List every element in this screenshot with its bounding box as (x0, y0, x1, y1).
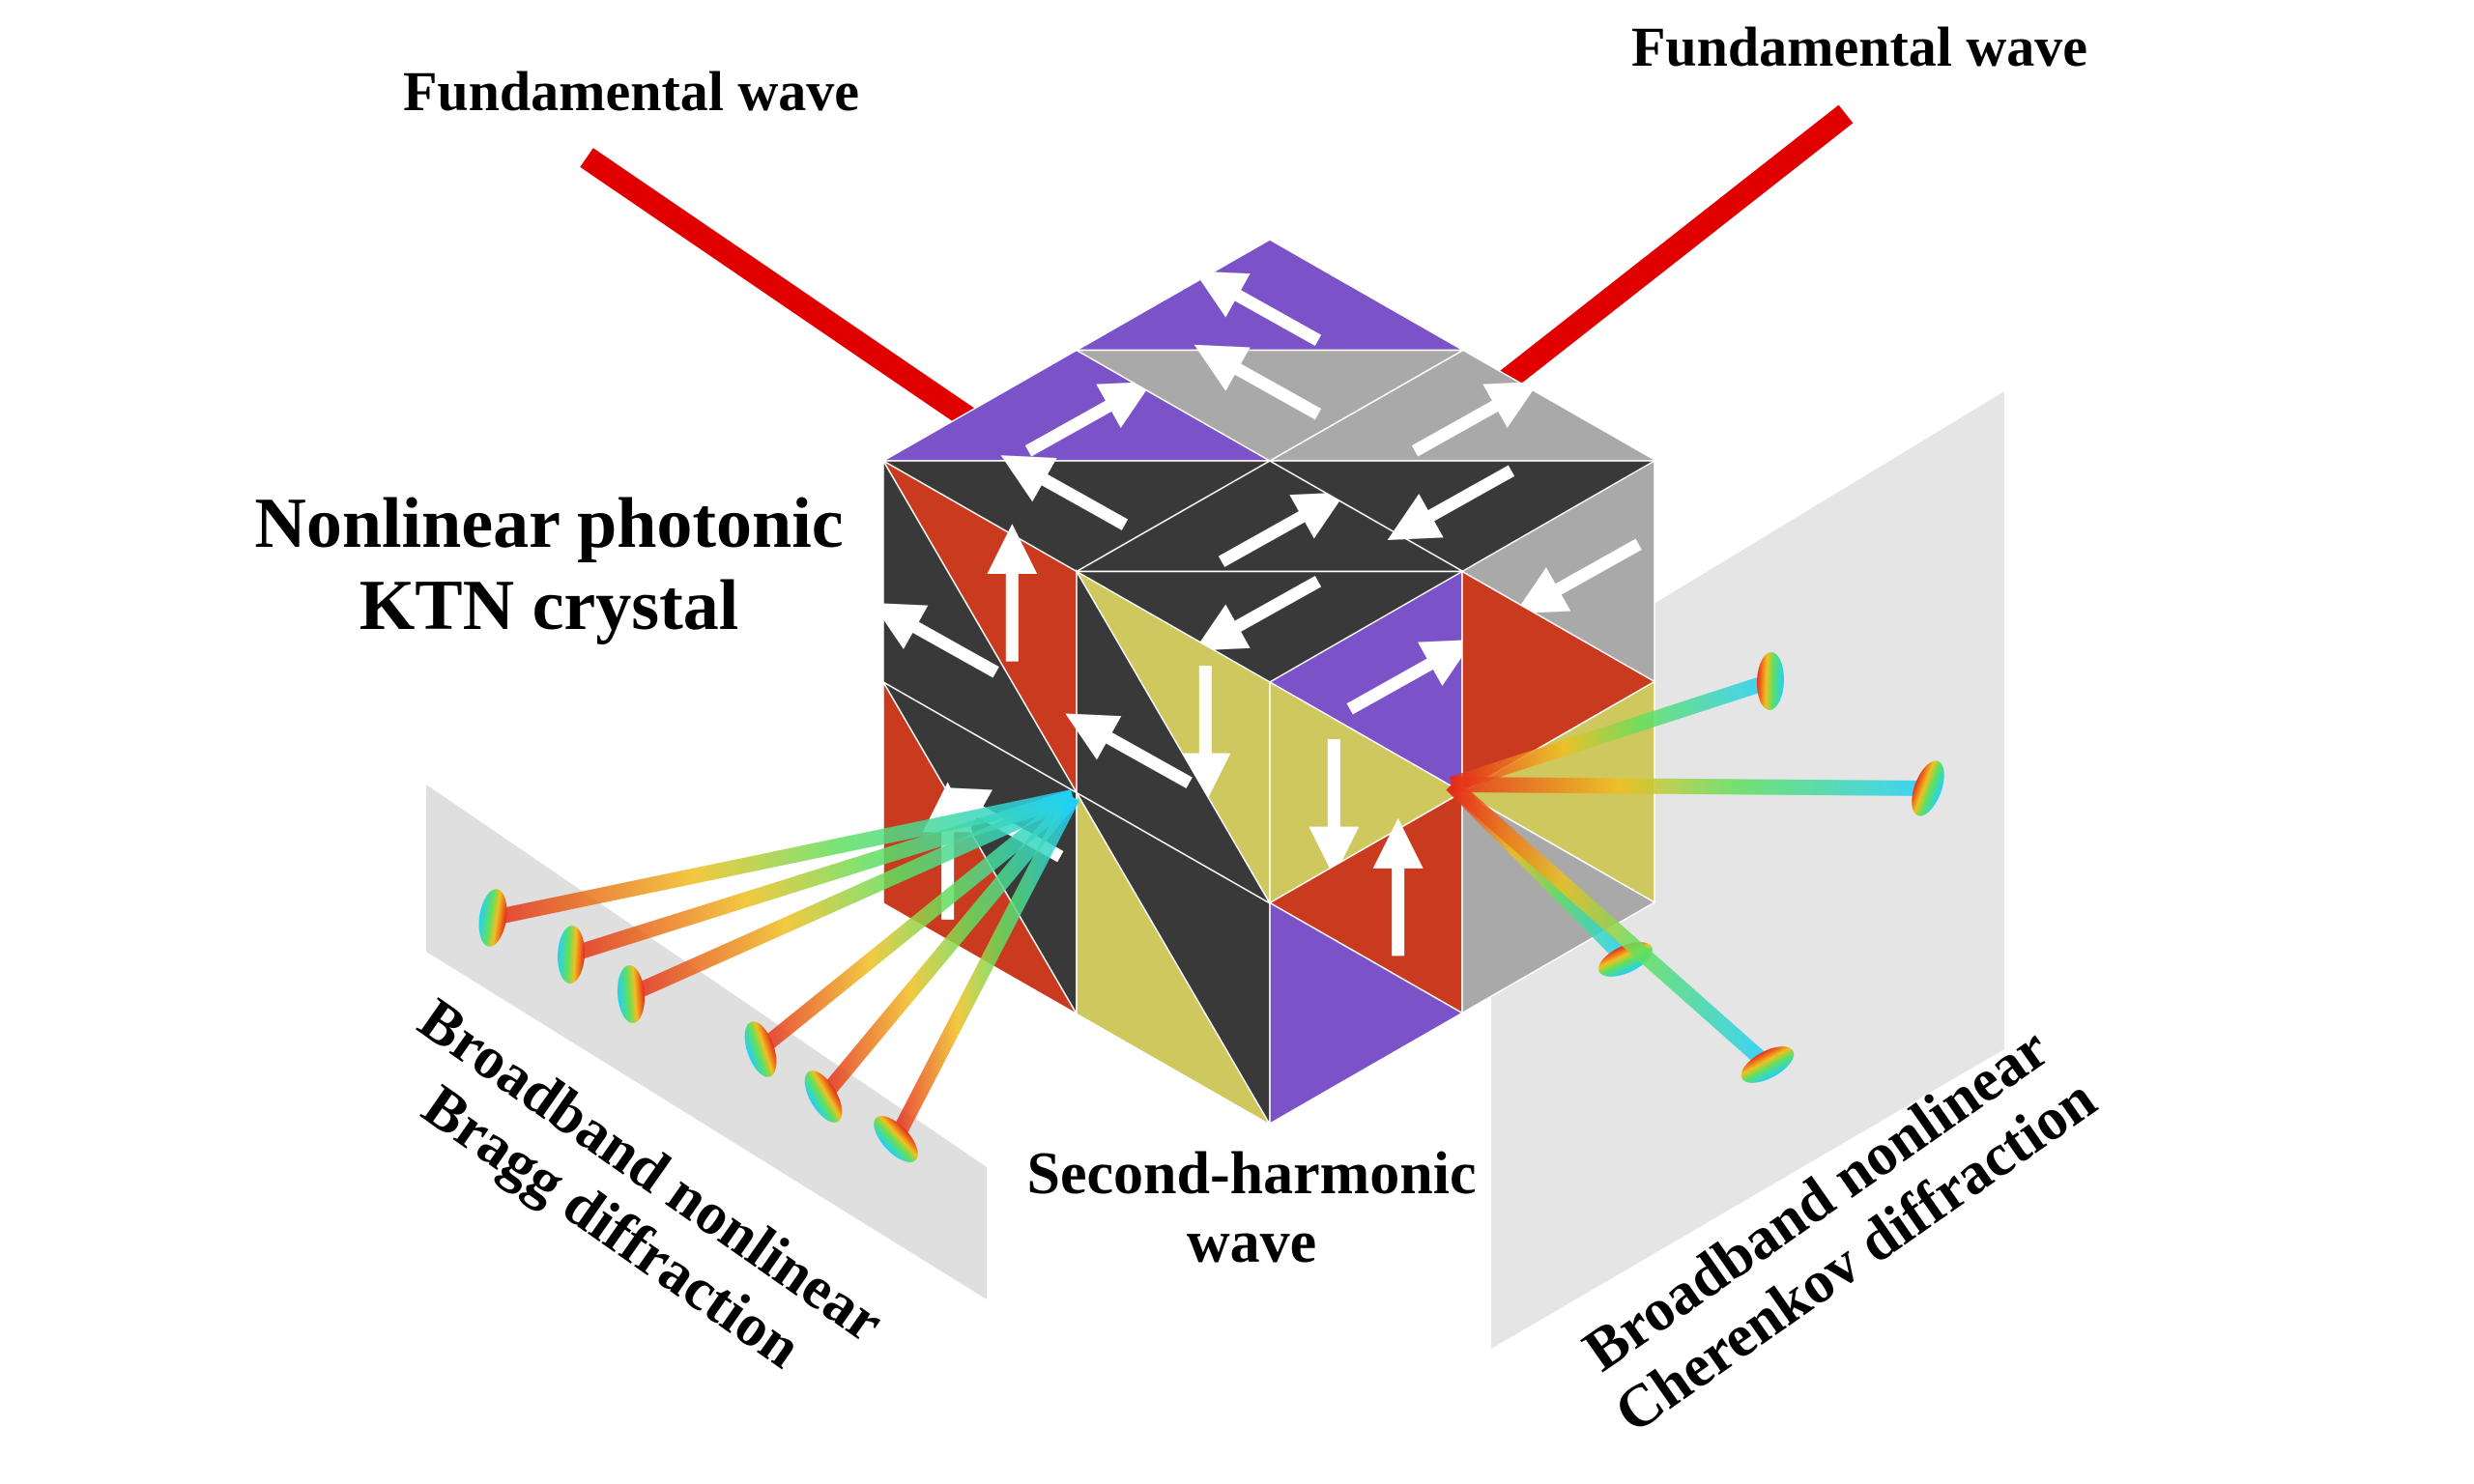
diffraction-spot (804, 1070, 843, 1123)
second-harmonic-beam (755, 790, 1079, 1056)
diffraction-spot (874, 1115, 918, 1163)
polarization-arrow-icon (1218, 492, 1346, 568)
crystal-domain-left (1076, 789, 1273, 1127)
diffraction-spot (1740, 1046, 1795, 1083)
bragg-screen (426, 785, 987, 1299)
second-harmonic-beam (627, 789, 1077, 1002)
second-harmonic-beams (478, 652, 1944, 1163)
fundamental-beam-right (1442, 104, 1854, 435)
diffraction-spot (557, 926, 586, 984)
second-harmonic-beam (1446, 779, 1773, 1070)
fundamental-wave-label-left: Fundamental wave (402, 60, 860, 123)
second-harmonic-line1: Second-harmonic (1026, 1141, 1477, 1207)
second-harmonic-beam (491, 789, 1075, 926)
crystal-domain-right (1269, 901, 1464, 1126)
diffraction-spot (617, 965, 646, 1023)
fundamental-beam-left (580, 148, 992, 440)
polarization-arrow-icon (1194, 575, 1322, 651)
polarization-arrow-icon (1387, 465, 1515, 541)
polarization-arrow-icon (1194, 344, 1322, 420)
crystal-domain-left (882, 679, 1079, 1016)
crystal-label-line2: KTN crystal (359, 566, 739, 646)
second-harmonic-line2: wave (1186, 1210, 1317, 1276)
diffraction-spot (478, 889, 507, 947)
polarization-arrow-icon (1346, 639, 1475, 715)
polarization-arrow-icon (1024, 381, 1153, 457)
second-harmonic-beam (1451, 777, 1929, 796)
diffraction-spot (744, 1021, 777, 1077)
ktn-crystal-cube (872, 239, 1659, 1127)
fundamental-wave-label-right: Fundamental wave (1630, 15, 2088, 78)
second-harmonic-beam (568, 789, 1076, 962)
diffraction-spot (1756, 652, 1785, 710)
polarization-arrow-icon (1514, 538, 1642, 614)
polarization-arrow-icon (1065, 713, 1193, 789)
diffraction-spot (1912, 760, 1944, 816)
crystal-label: Nonlinear photonic KTN crystal (211, 483, 887, 647)
polarization-arrow-icon (1194, 271, 1322, 347)
crystal-domain-top (1074, 239, 1466, 352)
second-harmonic-beam (888, 793, 1080, 1143)
polarization-arrow-icon (872, 602, 999, 678)
second-harmonic-label: Second-harmonic wave (962, 1140, 1541, 1278)
second-harmonic-beam (817, 791, 1079, 1102)
crystal-label-line1: Nonlinear photonic (254, 484, 844, 563)
second-harmonic-beam (1449, 673, 1773, 792)
polarization-arrow-icon (1000, 455, 1129, 530)
polarization-arrow-icon (1411, 381, 1539, 457)
